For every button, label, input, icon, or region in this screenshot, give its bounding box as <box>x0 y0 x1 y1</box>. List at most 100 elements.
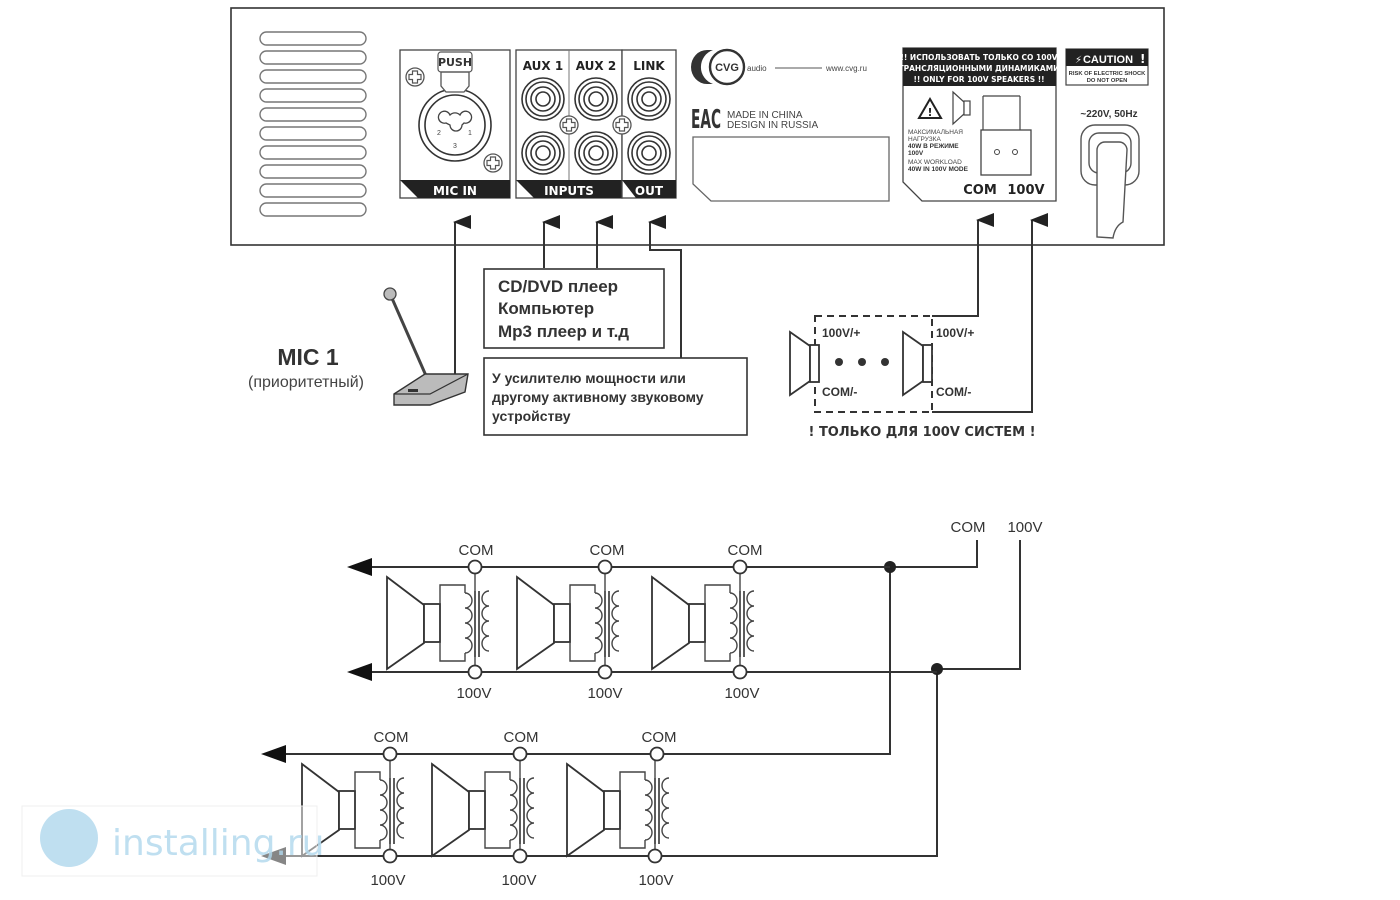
microphone-icon <box>383 287 469 406</box>
svg-text:COM/-: COM/- <box>936 385 971 399</box>
sources-box: CD/DVD плеер Компьютер Mp3 плеер и т.д <box>483 268 665 349</box>
100v-only-note: ! ТОЛЬКО ДЛЯ 100V СИСТЕМ ! <box>808 425 1035 440</box>
svg-text:1: 1 <box>468 130 472 137</box>
speaker-output-section: !! ИСПОЛЬЗОВАТЬ ТОЛЬКО СО 100V ТРАНСЛЯЦИ… <box>899 47 1060 202</box>
amplifier-rear-panel: MIC IN PUSH 2 1 3 INPUTS AUX 1 AUX 2 <box>230 7 1165 246</box>
svg-text:МАКСИМАЛЬНАЯ: МАКСИМАЛЬНАЯ <box>908 129 963 136</box>
svg-text:устройству: устройству <box>492 408 571 424</box>
link-destination-box: У усилителю мощности или другому активно… <box>483 357 748 436</box>
svg-text:100V: 100V <box>587 685 622 702</box>
watermark-logo-icon <box>40 809 98 867</box>
arrow-left-icon <box>261 745 286 763</box>
screw-icon <box>559 115 579 135</box>
junction-dot <box>931 663 943 675</box>
svg-text:CVG: CVG <box>715 62 739 74</box>
terminal-node <box>732 559 748 575</box>
rca-jack-aux2-left[interactable] <box>574 77 618 121</box>
arrow-left-icon <box>261 847 286 865</box>
speaker-line-schematic: COM 100V <box>261 519 1043 889</box>
svg-text:Mp3 плеер и т.д: Mp3 плеер и т.д <box>498 322 629 341</box>
speaker-row-1: COM COM COM 100V 100V 100V <box>347 542 937 702</box>
rca-jack-aux2-right[interactable] <box>574 131 618 175</box>
svg-text:100V: 100V <box>638 872 673 889</box>
power-cord-icon <box>1080 124 1140 239</box>
terminal-node <box>467 664 483 680</box>
svg-text:DO NOT OPEN: DO NOT OPEN <box>1087 78 1128 84</box>
terminal-block[interactable] <box>980 129 1032 176</box>
svg-text:MAX WORKLOAD: MAX WORKLOAD <box>908 159 962 166</box>
speaker-group: 100V/+ COM/- 100V/+ COM/- ! ТОЛЬКО ДЛЯ 1… <box>789 315 1036 440</box>
terminal-node <box>732 664 748 680</box>
svg-text:audio: audio <box>747 64 767 73</box>
svg-text:COM: COM <box>590 542 625 559</box>
terminal-node <box>512 746 528 762</box>
origin-line-2: DESIGN IN RUSSIA <box>727 120 818 131</box>
caution-label: ⚡ CAUTION ! RISK OF ELECTRIC SHOCK DO NO… <box>1065 48 1149 86</box>
ellipsis-dot <box>858 358 866 366</box>
svg-text:2: 2 <box>437 130 441 137</box>
power-rating-label: ~220V, 50Hz <box>1080 109 1137 120</box>
speaker-icon <box>902 330 924 397</box>
svg-text:100V/+: 100V/+ <box>822 326 860 340</box>
terminal-node <box>382 746 398 762</box>
terminal-100v-label: 100V <box>1007 183 1044 198</box>
svg-text:!: ! <box>1140 52 1145 66</box>
svg-text:другому активному звуковому: другому активному звуковому <box>492 389 704 405</box>
watermark: installing.ru <box>21 805 324 877</box>
push-label: PUSH <box>438 56 472 69</box>
svg-text:100V: 100V <box>908 150 924 157</box>
svg-text:3: 3 <box>453 143 457 150</box>
arrow-left-icon <box>347 558 372 576</box>
svg-text:!! ONLY FOR 100V SPEAKERS !!: !! ONLY FOR 100V SPEAKERS !! <box>913 75 1044 84</box>
svg-text:COM: COM <box>728 542 763 559</box>
svg-text:У усилителю мощности или: У усилителю мощности или <box>492 370 686 386</box>
bus-com-label: COM <box>951 519 986 536</box>
out-section: OUT LINK <box>612 49 677 199</box>
screw-icon <box>483 153 503 173</box>
origin-line-1: MADE IN CHINA <box>727 110 803 121</box>
eac-mark: EAC <box>691 105 721 135</box>
mic-subtitle: (приоритетный) <box>248 374 364 391</box>
svg-text:!: ! <box>927 106 932 119</box>
svg-text:НАГРУЗКА: НАГРУЗКА <box>908 136 941 143</box>
speaker-icon <box>789 330 811 397</box>
ventilation-grille <box>259 31 367 217</box>
terminal-node <box>512 848 528 864</box>
rca-jack-aux1-right[interactable] <box>521 131 565 175</box>
rca-jack-aux1-left[interactable] <box>521 77 565 121</box>
link-label: LINK <box>633 59 665 73</box>
serial-label-area <box>692 136 890 202</box>
mic-in-section: MIC IN PUSH 2 1 3 <box>399 49 511 199</box>
mic-title: MIC 1 <box>277 344 339 370</box>
speaker-transformer-5 <box>431 763 535 857</box>
watermark-text: installing.ru <box>112 823 324 864</box>
svg-text:COM: COM <box>642 729 677 746</box>
svg-text:CD/DVD плеер: CD/DVD плеер <box>498 277 618 296</box>
svg-text:COM: COM <box>459 542 494 559</box>
svg-text:100V: 100V <box>370 872 405 889</box>
svg-text:100V: 100V <box>501 872 536 889</box>
out-label: OUT <box>635 184 664 198</box>
terminal-com-label: COM <box>963 183 997 198</box>
terminal-node <box>597 559 613 575</box>
inputs-section: INPUTS AUX 1 AUX 2 <box>515 49 623 199</box>
svg-text:COM: COM <box>374 729 409 746</box>
rca-jack-link-left[interactable] <box>627 77 671 121</box>
svg-text:COM: COM <box>504 729 539 746</box>
svg-text:!! ИСПОЛЬЗОВАТЬ ТОЛЬКО СО 100V: !! ИСПОЛЬЗОВАТЬ ТОЛЬКО СО 100V <box>900 53 1057 62</box>
svg-text:CAUTION: CAUTION <box>1083 54 1133 66</box>
svg-text:100V/+: 100V/+ <box>936 326 974 340</box>
svg-text:ТРАНСЛЯЦИОННЫМИ ДИНАМИКАМИ: ТРАНСЛЯЦИОННЫМИ ДИНАМИКАМИ <box>899 64 1060 73</box>
speaker-transformer-2 <box>516 576 620 670</box>
speaker-row-2: COM COM COM 100V 100V 100V <box>261 729 677 889</box>
screw-icon <box>405 67 425 87</box>
svg-text:Компьютер: Компьютер <box>498 299 594 318</box>
svg-text:RISK OF ELECTRIC SHOCK: RISK OF ELECTRIC SHOCK <box>1069 71 1146 77</box>
screw-icon <box>612 115 632 135</box>
arrow-left-icon <box>347 663 372 681</box>
rca-jack-link-right[interactable] <box>627 131 671 175</box>
terminal-node <box>649 746 665 762</box>
bus-100v-label: 100V <box>1007 519 1042 536</box>
speaker-transformer-6 <box>566 763 670 857</box>
